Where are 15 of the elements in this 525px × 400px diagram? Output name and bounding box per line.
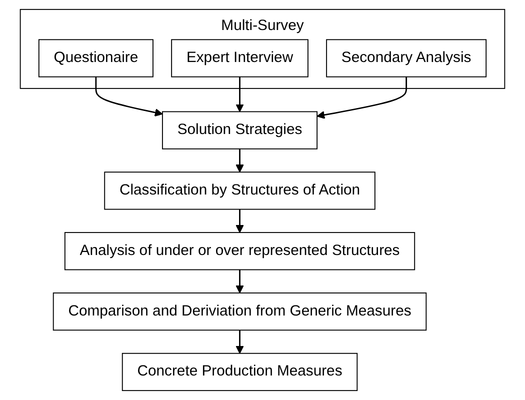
node-box: Solution Strategies	[162, 111, 318, 150]
arrow	[316, 76, 408, 119]
arrow	[236, 76, 244, 112]
node-box: Secondary Analysis	[326, 39, 487, 78]
arrow	[236, 330, 244, 354]
node-box: Questionaire	[38, 39, 154, 78]
node-box: Analysis of under or over represented Structures	[64, 232, 416, 270]
node-box: Expert Interview	[171, 39, 308, 78]
node-box: Concrete Production Measures	[122, 352, 358, 392]
node-box: Comparison and Deriviation from Generic Measures	[52, 292, 427, 331]
arrow	[236, 270, 244, 294]
arrow	[236, 209, 244, 233]
arrow	[236, 148, 244, 172]
node-box: Classification by Structures of Action	[104, 172, 376, 210]
arrow	[95, 76, 163, 117]
